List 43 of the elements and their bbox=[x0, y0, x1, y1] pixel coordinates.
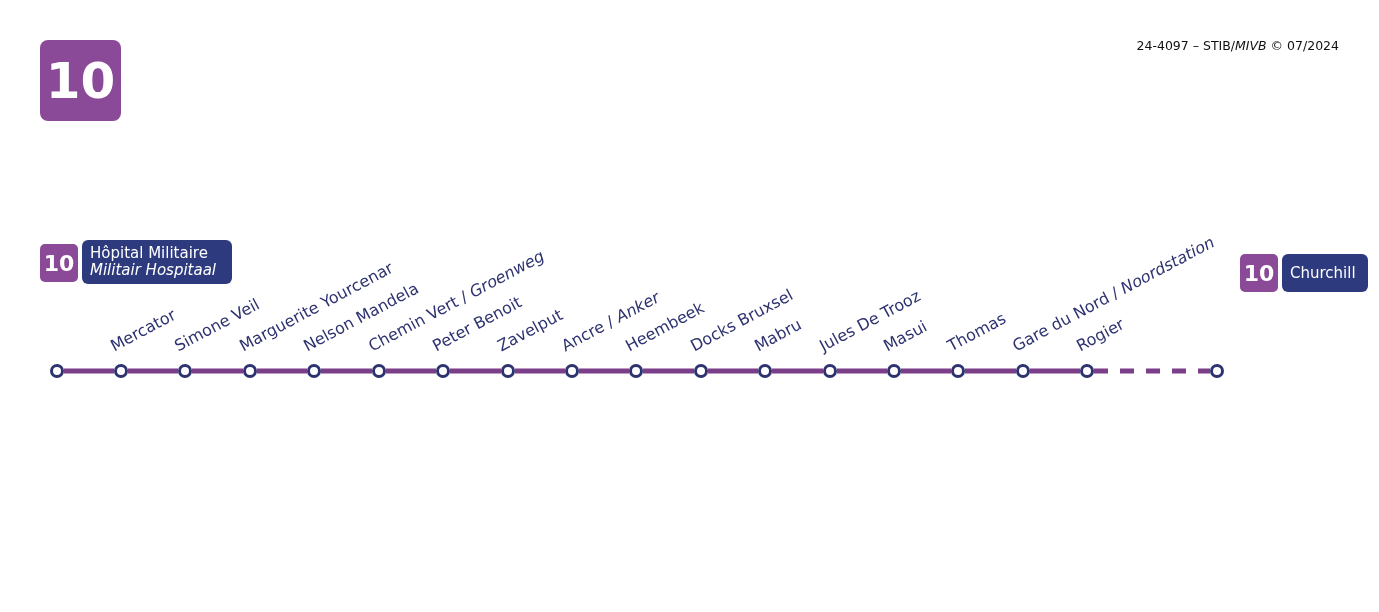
stop-circle bbox=[951, 364, 965, 378]
stop-circle bbox=[307, 364, 321, 378]
line-segment bbox=[772, 368, 823, 374]
stop-circle bbox=[887, 364, 901, 378]
stop-circle bbox=[114, 364, 128, 378]
stop-circle bbox=[565, 364, 579, 378]
stop-circle bbox=[1210, 364, 1224, 378]
line-segment bbox=[965, 368, 1016, 374]
stop-circle bbox=[50, 364, 64, 378]
line-segment bbox=[515, 368, 565, 374]
stop-circle bbox=[243, 364, 257, 378]
stop-circle bbox=[178, 364, 192, 378]
line-number-badge: 10 bbox=[40, 244, 78, 282]
line-segment bbox=[321, 368, 372, 374]
stop-circle bbox=[629, 364, 643, 378]
line-segment bbox=[643, 368, 694, 374]
line-number-badge: 10 bbox=[40, 40, 121, 121]
line-segment bbox=[1094, 368, 1210, 374]
line-segment bbox=[708, 368, 758, 374]
line-segment bbox=[64, 368, 114, 374]
stop-circle bbox=[436, 364, 450, 378]
terminus-label bbox=[82, 240, 232, 284]
line-segment bbox=[386, 368, 436, 374]
line-segment bbox=[450, 368, 501, 374]
line-segment bbox=[128, 368, 178, 374]
line-segment bbox=[1030, 368, 1080, 374]
stop-circle bbox=[694, 364, 708, 378]
line-segment bbox=[837, 368, 887, 374]
stop-circle bbox=[1080, 364, 1094, 378]
terminus-name: Hôpital Militaire bbox=[90, 245, 209, 262]
stop-circle bbox=[823, 364, 837, 378]
map-reference-note: 24-4097 – STIB/MIVB © 07/2024 bbox=[1136, 38, 1339, 53]
stop-circle bbox=[1016, 364, 1030, 378]
stop-circle bbox=[372, 364, 386, 378]
stop-circle bbox=[758, 364, 772, 378]
terminus-name: Militair Hospitaal bbox=[90, 262, 217, 279]
line-segment bbox=[579, 368, 629, 374]
terminus-label: Churchill bbox=[1282, 254, 1368, 292]
line-number-badge: 10 bbox=[1240, 254, 1278, 292]
stop-circle bbox=[501, 364, 515, 378]
line-segment bbox=[901, 368, 951, 374]
line-segment bbox=[192, 368, 243, 374]
line-segment bbox=[257, 368, 307, 374]
